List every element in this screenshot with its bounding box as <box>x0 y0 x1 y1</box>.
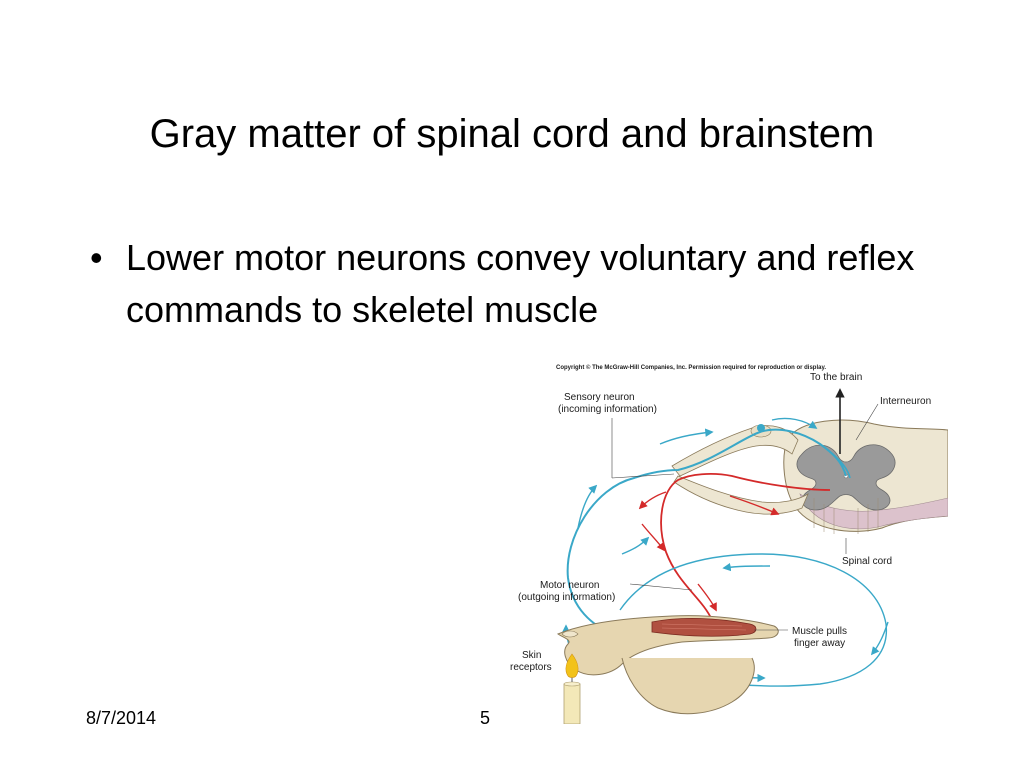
footer-date: 8/7/2014 <box>86 708 157 728</box>
label-receptors: receptors <box>510 662 552 673</box>
flame-icon <box>565 653 579 678</box>
label-finger-away: finger away <box>794 638 845 649</box>
label-motor-neuron: Motor neuron <box>540 580 599 591</box>
copyright-text: Copyright © The McGraw-Hill Companies, I… <box>556 364 826 371</box>
label-interneuron: Interneuron <box>880 396 931 407</box>
sensory-cell-body <box>757 424 765 432</box>
bullet-item: • Lower motor neurons convey voluntary a… <box>86 232 966 336</box>
bullet-text: Lower motor neurons convey voluntary and… <box>126 237 915 330</box>
label-leaders <box>611 403 879 631</box>
label-muscle-pulls: Muscle pulls <box>792 626 847 637</box>
footer-page-number: 5 <box>480 708 491 728</box>
hand-illustration <box>556 615 779 715</box>
label-to-the-brain: To the brain <box>810 372 862 383</box>
label-spinal-cord: Spinal cord <box>842 556 892 567</box>
candle-illustration <box>563 653 581 724</box>
bullet-dot-icon: • <box>90 237 103 278</box>
slide-title: Gray matter of spinal cord and brainstem <box>149 112 875 156</box>
sensory-neuron-path <box>566 428 847 635</box>
motor-flow-arrows <box>638 491 780 612</box>
label-sensory-neuron-sub: (incoming information) <box>558 404 657 415</box>
label-sensory-neuron: Sensory neuron <box>564 392 635 403</box>
label-motor-neuron-sub: (outgoing information) <box>518 592 615 603</box>
interneuron-path <box>827 449 851 479</box>
label-skin: Skin <box>522 650 541 661</box>
bullet-list: • Lower motor neurons convey voluntary a… <box>86 232 966 336</box>
reflex-arc-figure: Copyright © The McGraw-Hill Companies, I… <box>510 364 948 724</box>
